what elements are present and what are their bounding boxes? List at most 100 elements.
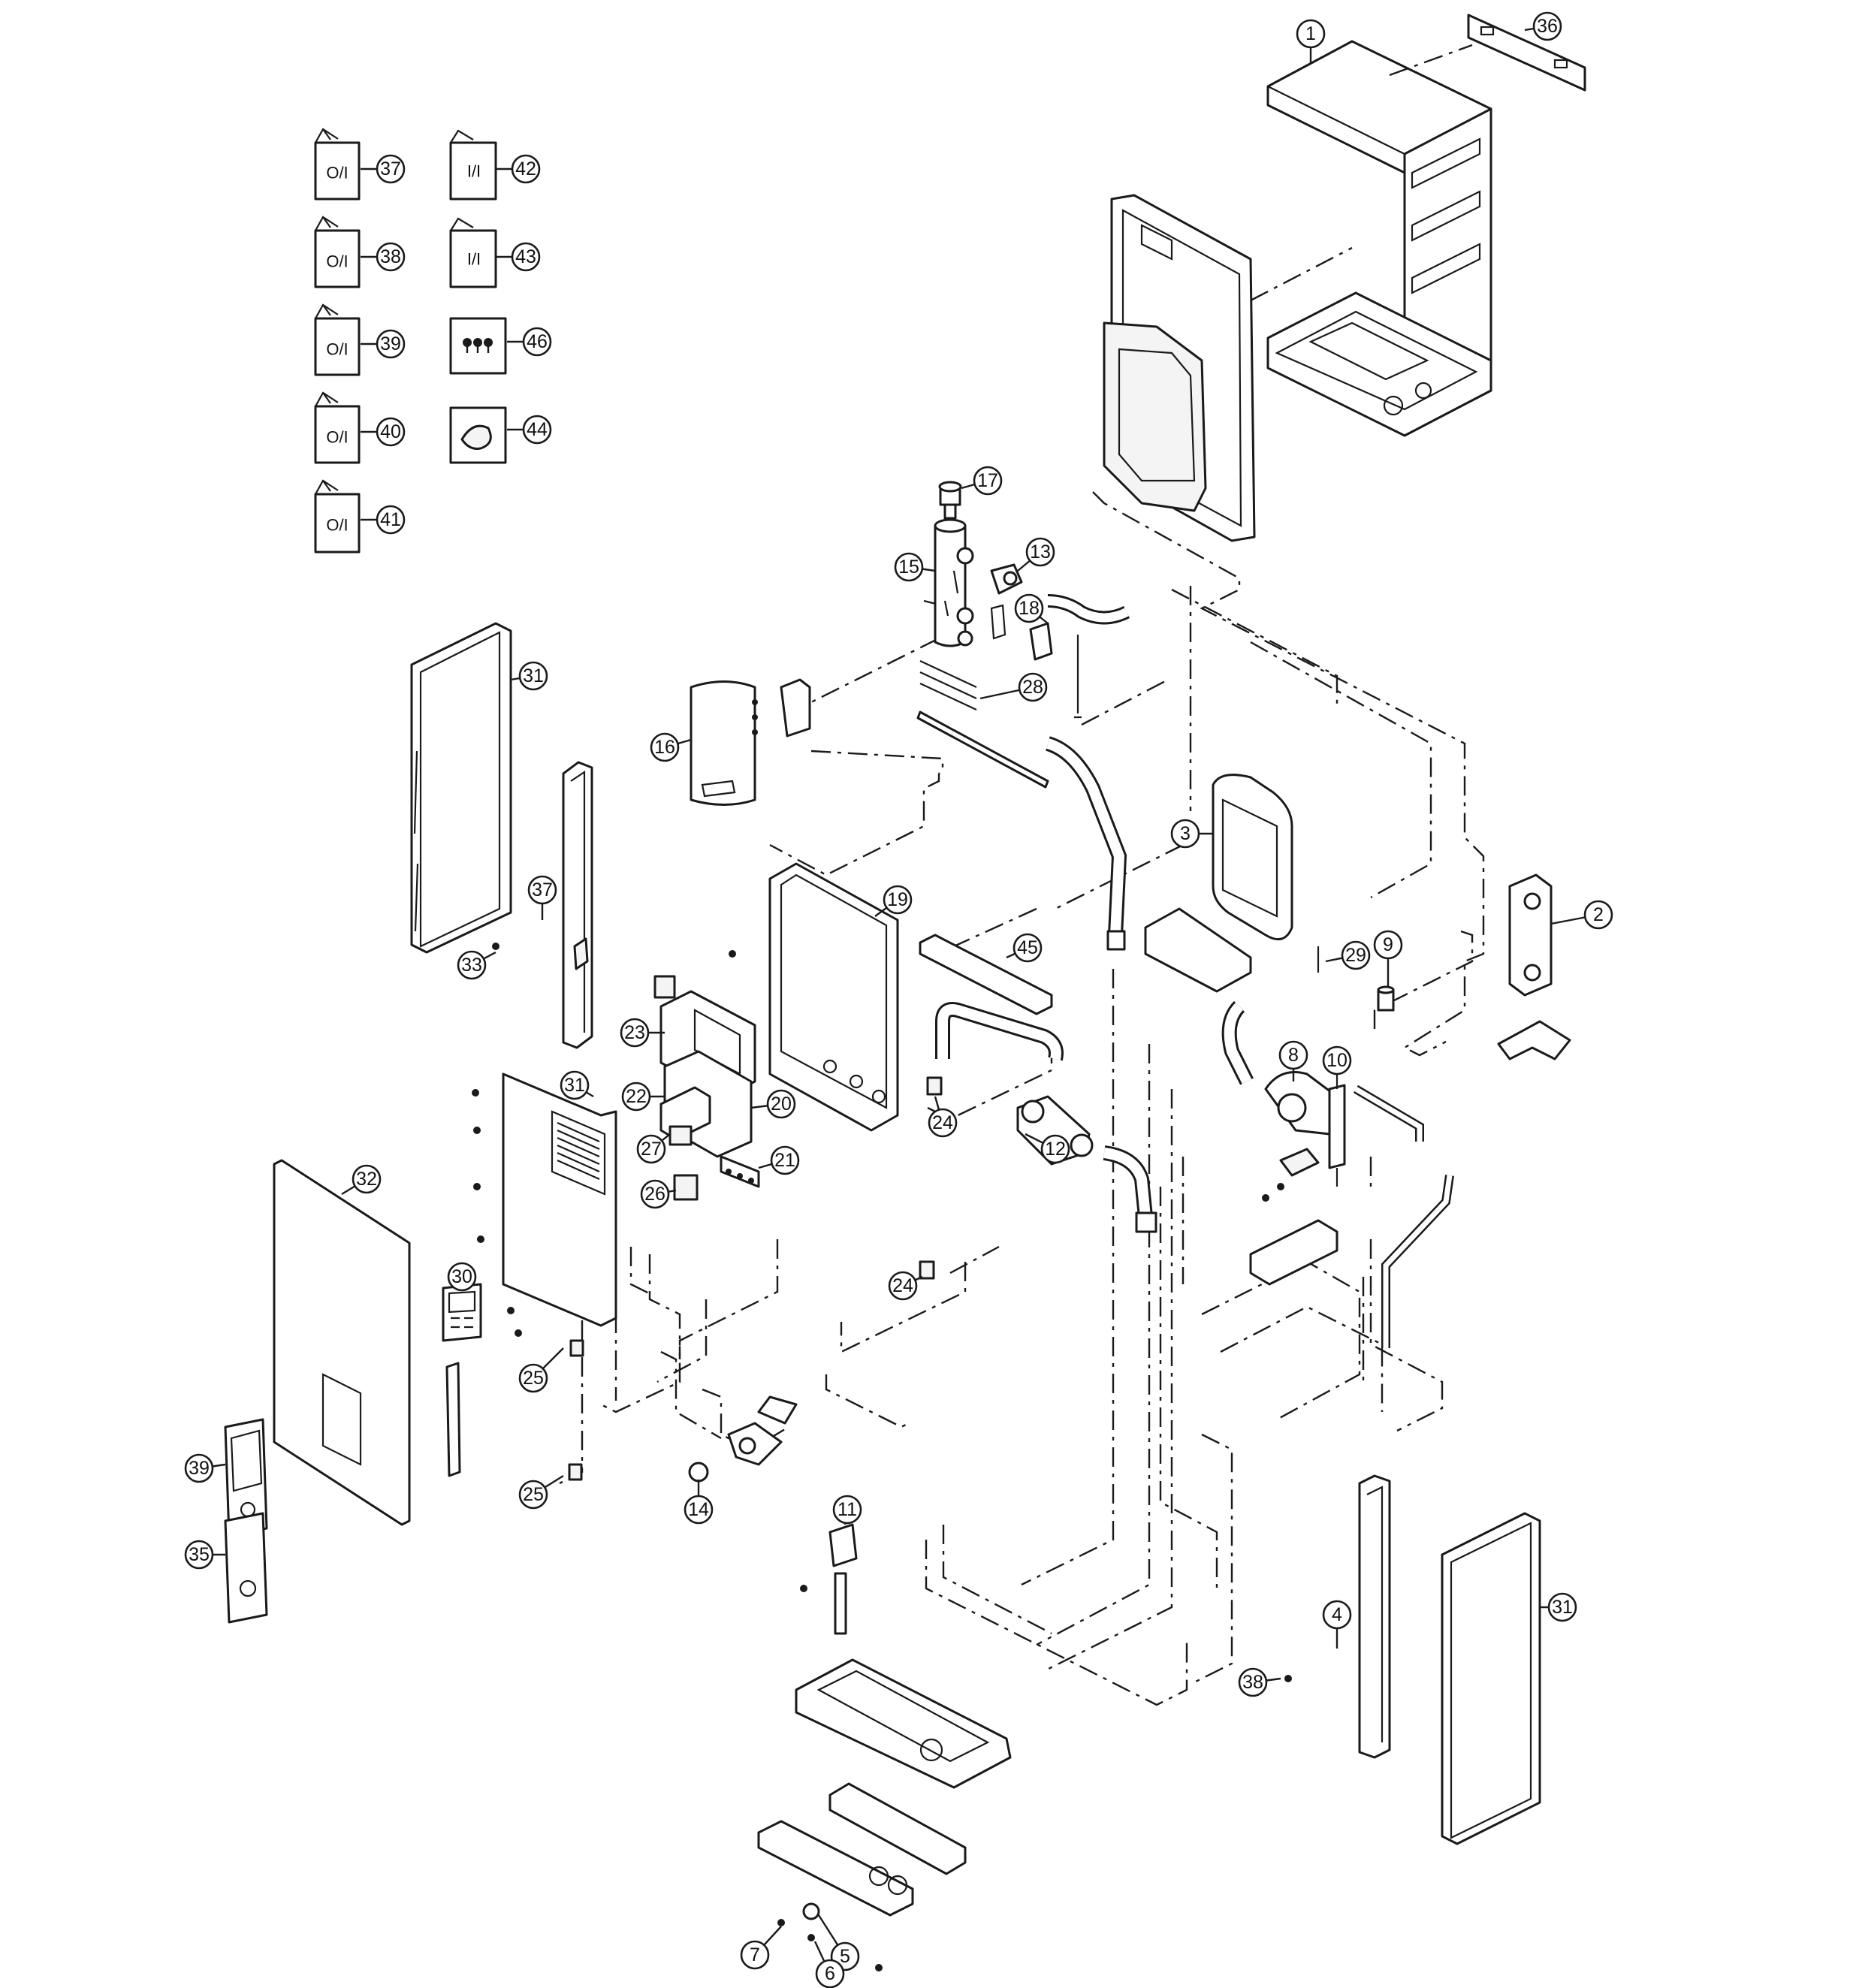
callout-circle <box>184 1453 214 1483</box>
pipe-u-45 <box>935 1002 1064 1061</box>
callout-circle <box>636 1134 666 1164</box>
callout-number: 2 <box>1593 904 1604 925</box>
callout-number: 12 <box>1045 1139 1066 1160</box>
callout-number: 23 <box>624 1022 645 1043</box>
callout-10: 10 <box>1322 1045 1352 1075</box>
callout-42: 42 <box>496 154 541 184</box>
callout-circle <box>620 1018 650 1048</box>
bypass-pipe <box>1353 1085 1454 1348</box>
callout-circle <box>511 242 541 272</box>
callout-circle <box>447 1262 477 1292</box>
callout-30: 30 <box>447 1262 477 1292</box>
front-panel-31 <box>502 1072 617 1327</box>
callout-circle <box>1547 1592 1577 1622</box>
callout-11: 11 <box>832 1495 862 1525</box>
callout-20: 20 <box>750 1089 796 1119</box>
callout-31: 31 <box>510 661 548 691</box>
callout-number: 30 <box>451 1266 472 1287</box>
grommet-5 <box>802 1902 820 1920</box>
callout-number: 25 <box>523 1484 544 1505</box>
callout-circle <box>1025 537 1055 567</box>
plate-heat-exchanger-2 <box>1497 873 1571 1060</box>
callout-circle <box>770 1145 800 1175</box>
callout-16: 16 <box>650 732 692 762</box>
bottom-tray <box>795 1658 1012 1875</box>
pump-bracket <box>1249 1219 1338 1286</box>
callout-44: 44 <box>507 415 552 445</box>
callout-29: 29 <box>1325 940 1371 970</box>
callout-number: 4 <box>1332 1604 1342 1625</box>
pressure-sensor-13 <box>990 563 1023 595</box>
callout-32: 32 <box>341 1164 382 1196</box>
connector-27 <box>668 1125 693 1146</box>
callout-number: 42 <box>515 158 536 179</box>
callout-14: 14 <box>684 1480 714 1525</box>
callout-circle <box>1040 1134 1070 1164</box>
callout-1: 1 <box>1296 19 1326 64</box>
callout-43: 43 <box>496 242 541 272</box>
callout-number: 19 <box>887 889 908 910</box>
screw-pack-46 <box>449 317 507 375</box>
callout-31: 31 <box>1540 1592 1577 1622</box>
callout-number: 38 <box>380 246 401 267</box>
callout-number: 33 <box>461 955 482 976</box>
insulation-panel <box>1103 194 1256 542</box>
callout-6: 6 <box>813 1941 845 1988</box>
documents-group: O/I O/I O/I O/I O/I I/I <box>314 128 507 554</box>
callout-25: 25 <box>518 1347 564 1393</box>
callout-number: 5 <box>840 1946 850 1967</box>
callout-17: 17 <box>961 466 1003 496</box>
callout-number: 31 <box>564 1075 585 1096</box>
callout-number: 8 <box>1288 1045 1299 1066</box>
bottom-plate <box>757 1820 914 1917</box>
connector-24 <box>919 1076 943 1280</box>
callout-circle <box>522 415 552 445</box>
callout-circle <box>352 1164 382 1194</box>
flue-cover-16 <box>690 680 756 806</box>
callout-circle <box>1013 933 1043 963</box>
callout-number: 21 <box>774 1150 795 1171</box>
document-label: I/I <box>467 162 481 181</box>
callout-number: 15 <box>898 557 919 578</box>
callout-number: 7 <box>750 1944 760 1965</box>
terminal-block-21 <box>720 1155 760 1188</box>
callout-number: 16 <box>654 737 675 758</box>
callout-9: 9 <box>1373 930 1403 988</box>
flue-adaptor-14 <box>688 1422 783 1483</box>
callout-number: 26 <box>644 1184 665 1205</box>
pressure-gauge-10 <box>1328 1074 1346 1187</box>
document-sheet-42: I/I <box>449 129 497 201</box>
callout-36: 36 <box>1524 11 1562 41</box>
callout-35: 35 <box>184 1540 225 1570</box>
expansion-vessel-3 <box>1144 774 1293 993</box>
callout-37: 37 <box>527 875 557 920</box>
callout-circle <box>973 466 1003 496</box>
callout-number: 39 <box>189 1458 210 1479</box>
flow-pipe-top <box>1047 594 1130 719</box>
callout-number: 39 <box>380 333 401 354</box>
document-booklet-38: O/I <box>314 216 361 288</box>
callout-circle <box>1322 1600 1352 1630</box>
callout-circle <box>815 1959 845 1988</box>
screw-6 <box>807 1934 815 1941</box>
callout-number: 10 <box>1326 1050 1348 1071</box>
mounting-bracket-36 <box>1467 14 1586 92</box>
callout-number: 32 <box>356 1169 377 1190</box>
callout-circle <box>1018 672 1048 702</box>
callout-4: 4 <box>1322 1600 1352 1649</box>
callout-number: 18 <box>1019 598 1040 619</box>
document-booklet-37: O/I <box>314 128 361 201</box>
callout-circle <box>376 154 406 184</box>
document-label: O/I <box>326 428 348 447</box>
fascia-39 <box>224 1418 268 1537</box>
flue-bracket-lower <box>757 1395 798 1425</box>
return-pipe <box>1045 736 1127 951</box>
callout-number: 3 <box>1180 823 1191 844</box>
callout-number: 25 <box>523 1368 544 1389</box>
display-module-30 <box>442 1283 482 1342</box>
callout-number: 37 <box>380 158 401 179</box>
callout-41: 41 <box>361 505 406 535</box>
clip-25 <box>568 1339 584 1481</box>
